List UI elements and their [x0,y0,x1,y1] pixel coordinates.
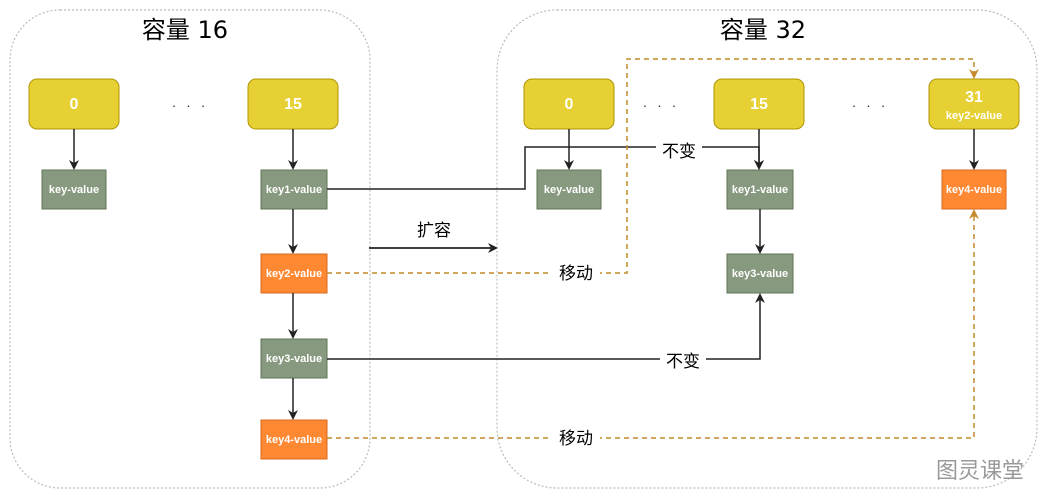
left-node-key1-label: key1-value [266,184,322,196]
left-title: 容量 16 [142,16,228,44]
right-node-key4-label: key4-value [946,184,1002,196]
key4-moved-path [327,209,979,439]
right-node-key1 [726,169,794,210]
left-bucket-15-label: 15 [284,96,302,113]
right-node-key4 [941,169,1007,210]
right-title: 容量 32 [720,16,806,44]
left-node-key3 [260,338,328,379]
left-node-key4-label: key4-value [266,434,322,446]
watermark-logo-text: 图灵课堂 [936,459,1024,484]
key4-moved-label: 移动 [559,429,593,449]
left-container [9,9,371,489]
key2-moved-path [327,58,979,274]
left-node-key2 [260,253,328,294]
right-bucket-31-label: 31 [965,89,983,106]
key4-moved-label-bg [552,427,600,449]
key2-moved-label: 移动 [559,264,593,284]
left-bucket-0-label: 0 [70,96,79,113]
right-node-key3-label: key3-value [732,268,788,280]
key2-moved-label-bg [552,262,600,284]
expand-label: 扩容 [417,221,451,241]
right-node-key1-label: key1-value [732,184,788,196]
right-container [496,9,1038,489]
right-node-key-value [536,169,602,210]
right-bucket-dots-2: · · · [852,97,889,113]
right-bucket-15-label: 15 [750,96,768,113]
key3-kept-path [327,293,765,360]
left-bucket-dots: · · · [172,97,209,113]
right-node-key3 [726,253,794,294]
left-node-key4 [260,419,328,460]
left-node-key2-label: key2-value [266,268,322,280]
left-node-key3-label: key3-value [266,353,322,365]
key3-kept-label: 不变 [666,352,700,372]
key1-kept-label: 不变 [662,142,696,162]
key1-kept-label-bg [656,140,702,160]
right-bucket-dots-1: · · · [643,97,680,113]
right-node-key-value-label: key-value [544,184,594,196]
left-node-key-value [41,169,107,210]
right-bucket-0-label: 0 [565,96,574,113]
left-node-key1 [260,169,328,210]
key1-kept-path [327,146,764,190]
key3-kept-label-bg [660,349,706,371]
left-node-key-value-label: key-value [49,184,99,196]
right-bucket-31-sublabel: key2-value [946,110,1002,122]
